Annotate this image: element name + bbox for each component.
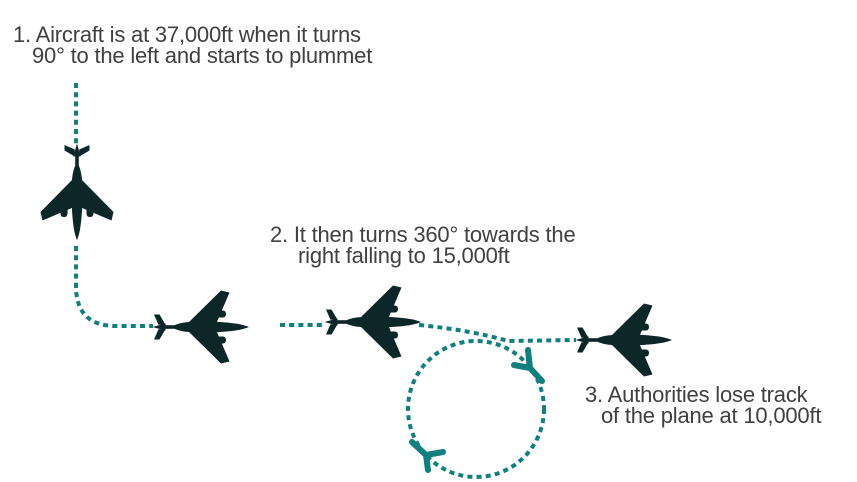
annotation-step-2-line-2: right falling to 15,000ft	[298, 243, 510, 268]
annotation-step-3-line-2: of the plane at 10,000ft	[601, 403, 822, 428]
airplane-icon-before-loop	[324, 285, 421, 359]
loop-path-360	[406, 339, 546, 479]
route-segment-to-loop	[418, 323, 577, 344]
airplane-icon-descending	[40, 143, 114, 240]
direction-arrow-icon	[409, 439, 446, 473]
annotation-step-2: 2. It then turns 360° towards the right …	[270, 222, 576, 268]
annotation-step-1-line-2: 90° to the left and starts to plummet	[32, 43, 373, 68]
annotation-step-3-line-1: 3. Authorities lose track	[585, 382, 808, 407]
direction-arrow-icon	[511, 347, 545, 384]
annotation-step-2-line-1: 2. It then turns 360° towards the	[270, 222, 576, 247]
airplane-icon-after-turn	[152, 290, 249, 364]
annotation-step-3: 3. Authorities lose track of the plane a…	[585, 382, 822, 428]
annotation-step-1-line-1: 1. Aircraft is at 37,000ft when it turns	[13, 22, 361, 47]
airplane-icon-last-contact	[575, 303, 672, 377]
route-segment-left-turn	[74, 246, 153, 328]
annotation-step-1: 1. Aircraft is at 37,000ft when it turns…	[13, 22, 373, 68]
